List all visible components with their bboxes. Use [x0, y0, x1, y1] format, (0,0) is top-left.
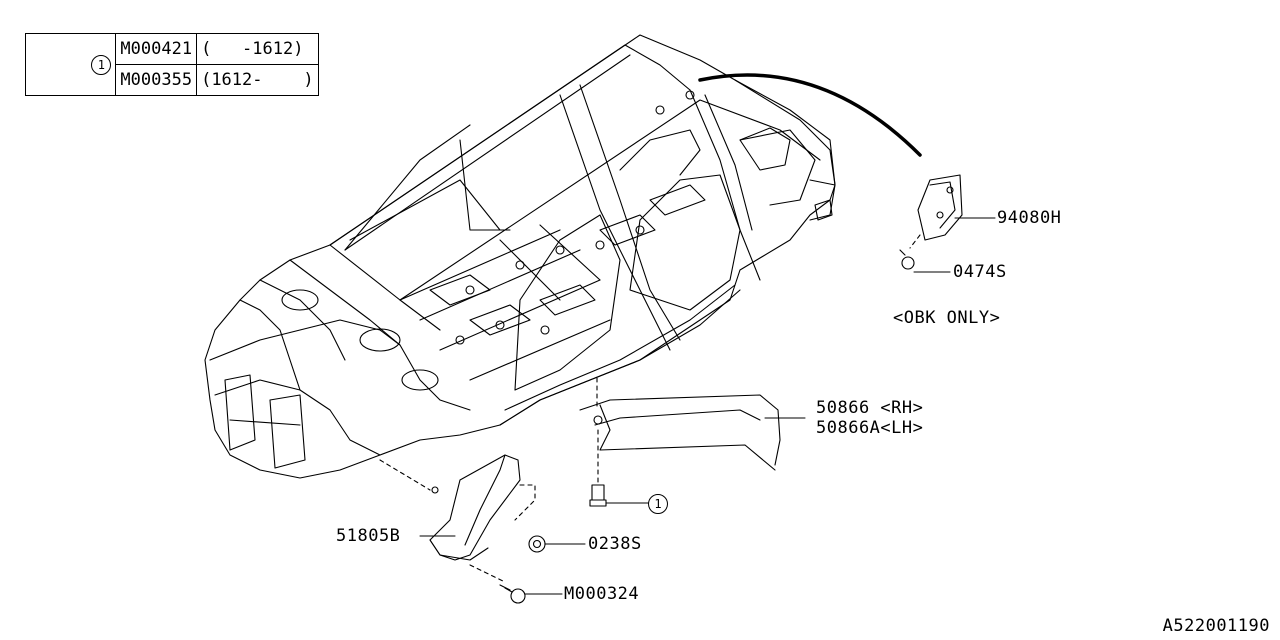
diagram-reference-number: A522001190 [1162, 616, 1270, 636]
part-label-94080h[interactable]: 94080H [997, 208, 1062, 228]
legend-row: 1 M000421 ( -1612) [24, 33, 319, 96]
legend-part-number: M000355 [115, 64, 198, 96]
callout-1-label[interactable]: 1 [648, 493, 668, 514]
bracket-51805b [429, 454, 521, 561]
obk-only-note: <OBK ONLY> [893, 308, 1001, 328]
legend-part-number: M000421 [115, 33, 198, 65]
part-label-0474s[interactable]: 0474S [953, 262, 1007, 282]
leader-arc [698, 73, 922, 157]
legend-callout-cell: 1 [24, 33, 117, 96]
bolt-0474s [899, 249, 915, 270]
nut-0238s [528, 535, 546, 553]
callout-1-circle: 1 [648, 494, 668, 514]
bolt-m000324 [499, 584, 526, 604]
legend-row: M000355 (1612- ) [26, 64, 319, 96]
leader-m000324-dash [469, 564, 506, 583]
part-label-0238s[interactable]: 0238S [588, 534, 642, 554]
rail-50866 [579, 394, 781, 471]
leader-0474s-dash [909, 234, 921, 249]
part-label-m000324[interactable]: M000324 [564, 584, 640, 604]
callout-1-marker: 1 [91, 55, 112, 75]
bolt-callout-1 [589, 484, 607, 507]
legend-date-range: (1612- ) [196, 64, 319, 96]
part-label-50866-rh[interactable]: 50866 <RH> [816, 398, 924, 418]
part-label-51805b[interactable]: 51805B [336, 526, 401, 546]
legend-date-range: ( -1612) [196, 33, 319, 65]
leader-51805b-dash2 [514, 484, 536, 521]
car-body-shell [204, 34, 836, 479]
part-label-50866a-lh[interactable]: 50866A<LH> [816, 418, 924, 438]
bracket-94080h [917, 174, 963, 241]
leader-51805b-dash [379, 459, 431, 491]
legend-table: 1 M000421 ( -1612) M000355 (1612- ) [24, 33, 319, 96]
